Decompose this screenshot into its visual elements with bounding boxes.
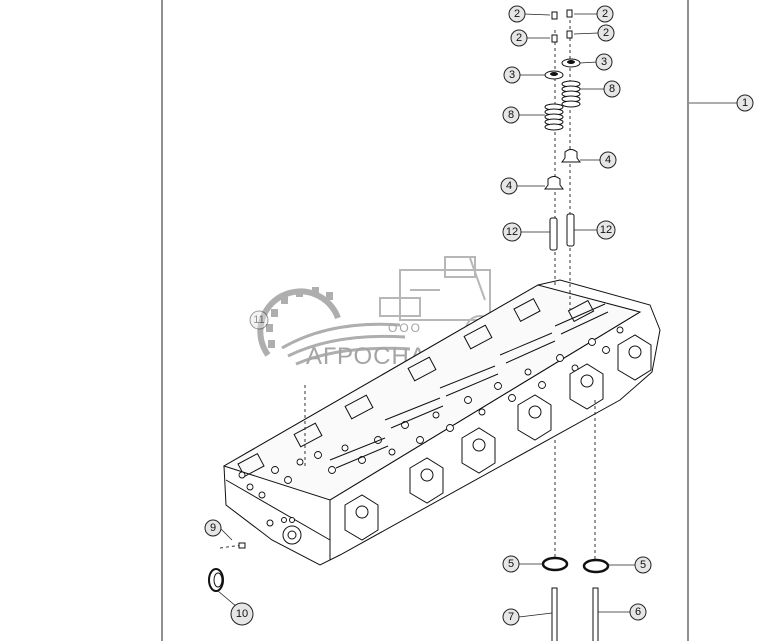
callout-3a-label: 3 bbox=[509, 69, 515, 81]
callout-5a[interactable]: 5 bbox=[502, 555, 520, 573]
callout-7-label: 7 bbox=[508, 611, 514, 623]
callout-4a[interactable]: 4 bbox=[599, 151, 617, 169]
valve-keepers bbox=[551, 9, 573, 43]
callout-5b-label: 5 bbox=[640, 559, 646, 571]
callout-2a[interactable]: 2 bbox=[508, 5, 526, 23]
callout-1-label: 1 bbox=[742, 97, 748, 109]
callout-5a-label: 5 bbox=[508, 558, 514, 570]
callout-4b-label: 4 bbox=[506, 180, 512, 192]
valve-stem-seals bbox=[544, 149, 581, 190]
callout-8b[interactable]: 8 bbox=[502, 106, 520, 124]
callout-4a-label: 4 bbox=[605, 154, 611, 166]
callout-11-label: 11 bbox=[253, 314, 264, 326]
callout-10[interactable]: 10 bbox=[230, 602, 254, 626]
callout-12b-label: 12 bbox=[600, 224, 612, 236]
spring-retainers bbox=[544, 58, 581, 80]
callout-12b[interactable]: 12 bbox=[596, 220, 616, 240]
callout-6[interactable]: 6 bbox=[629, 603, 647, 621]
watermark-prefix: ООО bbox=[388, 321, 422, 335]
valve-springs bbox=[544, 80, 581, 131]
cylinder-head bbox=[222, 279, 661, 566]
seal-ring bbox=[208, 568, 224, 592]
callout-8a-label: 8 bbox=[609, 83, 615, 95]
callout-11[interactable]: 11 bbox=[249, 310, 269, 330]
callout-8a[interactable]: 8 bbox=[603, 80, 621, 98]
callout-2d-label: 2 bbox=[603, 27, 609, 39]
callout-6-label: 6 bbox=[635, 606, 641, 618]
leader-lines bbox=[217, 13, 738, 618]
callout-8b-label: 8 bbox=[508, 109, 514, 121]
callout-10-label: 10 bbox=[236, 608, 248, 620]
callout-3b-label: 3 bbox=[601, 56, 607, 68]
callout-3a[interactable]: 3 bbox=[503, 66, 521, 84]
callout-3b[interactable]: 3 bbox=[595, 53, 613, 71]
valves bbox=[551, 587, 599, 641]
callout-1[interactable]: 1 bbox=[736, 94, 754, 112]
callout-2b-label: 2 bbox=[602, 8, 608, 20]
callout-5b[interactable]: 5 bbox=[634, 556, 652, 574]
valve-seat-inserts bbox=[541, 556, 610, 574]
valve-guides bbox=[549, 213, 575, 251]
callout-2c[interactable]: 2 bbox=[510, 29, 528, 47]
callout-2d[interactable]: 2 bbox=[597, 24, 615, 42]
callout-9[interactable]: 9 bbox=[204, 519, 222, 537]
callout-12a[interactable]: 12 bbox=[502, 222, 522, 242]
callout-9-label: 9 bbox=[210, 522, 216, 534]
callout-2b[interactable]: 2 bbox=[596, 5, 614, 23]
callout-12a-label: 12 bbox=[506, 226, 518, 238]
callout-7[interactable]: 7 bbox=[502, 608, 520, 626]
callout-4b[interactable]: 4 bbox=[500, 177, 518, 195]
plug bbox=[238, 542, 246, 549]
callout-2a-label: 2 bbox=[514, 8, 520, 20]
callout-2c-label: 2 bbox=[516, 32, 522, 44]
